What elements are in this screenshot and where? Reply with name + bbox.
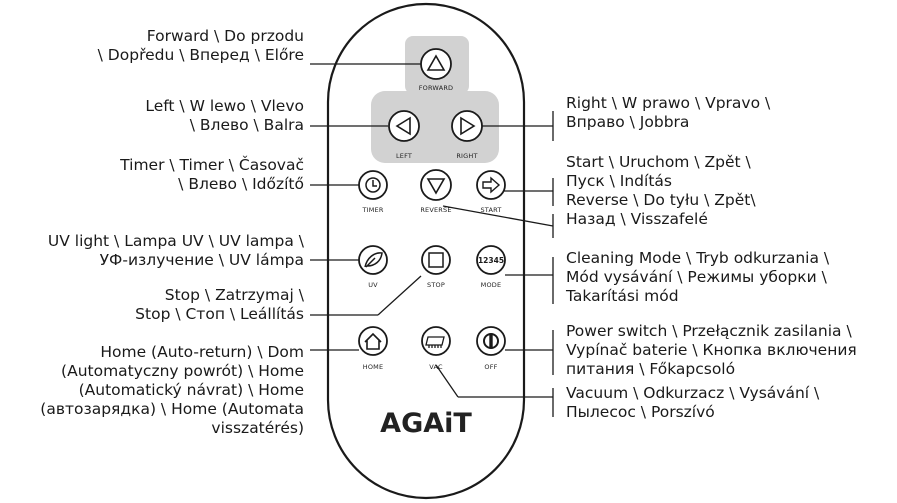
label-power-line: Vypínač baterie \ Кнопка включения <box>566 341 857 359</box>
label-timer: Timer \ Timer \ Časovač \ Влево \ Időzít… <box>120 156 304 194</box>
label-vacuum-line: Vacuum \ Odkurzacz \ Vysávání \ <box>566 384 820 402</box>
label-reverse: Reverse \ Do tyłu \ Zpět\ Назад \ Vissza… <box>566 191 756 229</box>
home-caption: HOME <box>363 363 384 371</box>
start-arrow-icon <box>482 176 501 194</box>
uv-button[interactable]: UV <box>358 245 388 289</box>
label-uv-line: УФ-излучение \ UV lámpa <box>99 251 304 269</box>
stop-caption: STOP <box>427 281 445 289</box>
mode-numbers-icon: 12345 <box>478 256 504 265</box>
vac-button[interactable]: VAC <box>421 326 451 371</box>
label-power-line: Power switch \ Przełącznik zasilania \ <box>566 322 852 340</box>
label-right: Right \ W prawo \ Vpravo \ Вправо \ Jobb… <box>566 94 770 132</box>
label-mode-line: Takarítási mód <box>566 287 679 305</box>
stop-button[interactable]: STOP <box>421 245 451 289</box>
reverse-button[interactable]: REVERSE <box>420 169 452 214</box>
label-mode-line: Mód vysávání \ Режимы уборки \ <box>566 268 827 286</box>
forward-button[interactable]: FORWARD <box>419 48 454 92</box>
off-caption: OFF <box>484 363 497 371</box>
label-stop: Stop \ Zatrzymaj \ Stop \ Стоп \ Leállít… <box>135 286 304 324</box>
label-forward-line: Forward \ Do przodu <box>146 27 304 45</box>
label-reverse-line: Reverse \ Do tyłu \ Zpět\ <box>566 191 756 209</box>
left-button[interactable]: LEFT <box>388 110 420 160</box>
uv-caption: UV <box>368 281 378 289</box>
label-forward: Forward \ Do przodu \ Dopředu \ Вперед \… <box>98 27 304 65</box>
label-timer-line: \ Влево \ Időzítő <box>178 175 304 193</box>
mode-caption: MODE <box>481 281 502 289</box>
label-left-line: Left \ W lewo \ Vlevo <box>145 97 304 115</box>
label-power: Power switch \ Przełącznik zasilania \ V… <box>566 322 857 379</box>
start-caption: START <box>480 206 501 214</box>
start-button[interactable]: START <box>476 170 506 214</box>
label-power-line: питания \ Főkapcsoló <box>566 360 736 378</box>
label-home-line: (Automatyczny powrót) \ Home <box>61 362 304 380</box>
timer-caption: TIMER <box>361 206 383 214</box>
power-icon <box>483 333 499 349</box>
label-uv-line: UV light \ Lampa UV \ UV lampa \ <box>47 232 304 250</box>
timer-button[interactable]: TIMER <box>358 170 388 214</box>
left-arrow-icon <box>395 116 411 136</box>
forward-caption: FORWARD <box>419 84 454 92</box>
label-home-line: (автозарядка) \ Home (Automata <box>40 400 304 418</box>
leader-lines <box>310 63 554 417</box>
label-forward-line: \ Dopředu \ Вперед \ Előre <box>97 46 304 64</box>
label-home-line: Home (Auto-return) \ Dom <box>100 343 304 361</box>
label-right-line: Right \ W prawo \ Vpravo \ <box>566 94 771 112</box>
label-vacuum-line: Пылесос \ Porszívó <box>566 403 715 421</box>
mode-button[interactable]: 12345 MODE <box>476 245 506 289</box>
reverse-caption: REVERSE <box>420 206 451 214</box>
power-button[interactable]: OFF <box>476 326 506 371</box>
right-button[interactable]: RIGHT <box>451 110 483 160</box>
label-start: Start \ Uruchom \ Zpět \ Пуск \ Indítás <box>566 153 751 191</box>
label-stop-line: Stop \ Стоп \ Leállítás <box>135 305 304 323</box>
label-timer-line: Timer \ Timer \ Časovač <box>120 156 304 174</box>
label-home-line: visszatérés) <box>211 419 304 437</box>
label-left-line: \ Влево \ Balra <box>189 116 304 134</box>
label-mode-line: Cleaning Mode \ Tryb odkurzania \ <box>566 249 830 267</box>
label-right-line: Вправо \ Jobbra <box>566 113 690 131</box>
label-home-line: (Automatický návrat) \ Home <box>78 381 304 399</box>
vac-caption: VAC <box>429 363 443 371</box>
label-vacuum: Vacuum \ Odkurzacz \ Vysávání \ Пылесос … <box>566 384 819 422</box>
label-uv: UV light \ Lampa UV \ UV lampa \ УФ-излу… <box>48 232 304 270</box>
label-reverse-line: Назад \ Visszafelé <box>566 210 708 228</box>
label-home: Home (Auto-return) \ Dom (Automatyczny p… <box>40 343 304 438</box>
home-icon <box>364 332 382 350</box>
clock-icon <box>365 177 381 193</box>
left-caption: LEFT <box>396 152 412 160</box>
up-arrow-icon <box>426 54 446 71</box>
right-caption: RIGHT <box>456 152 477 160</box>
label-left: Left \ W lewo \ Vlevo \ Влево \ Balra <box>145 97 304 135</box>
label-start-line: Start \ Uruchom \ Zpět \ <box>566 153 751 171</box>
stop-square-icon <box>428 252 444 268</box>
home-button[interactable]: HOME <box>358 326 388 371</box>
right-arrow-icon <box>460 116 476 136</box>
label-start-line: Пуск \ Indítás <box>566 172 672 190</box>
label-stop-line: Stop \ Zatrzymaj \ <box>164 286 304 304</box>
leaf-icon <box>364 252 383 268</box>
brush-icon <box>425 336 445 348</box>
brand-logo: AGAiT <box>380 408 472 439</box>
down-arrow-icon <box>426 178 446 195</box>
label-mode: Cleaning Mode \ Tryb odkurzania \ Mód vy… <box>566 249 829 306</box>
